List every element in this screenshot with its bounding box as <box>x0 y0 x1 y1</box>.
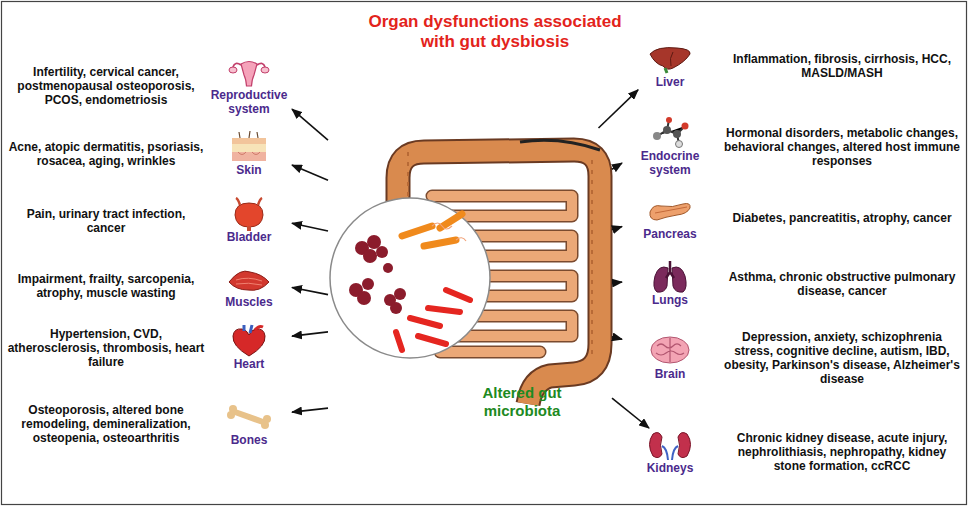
organ-arrow <box>292 165 328 180</box>
organ-icon-column: Pancreas <box>622 194 718 242</box>
disease-list: Osteoporosis, altered bone remodeling, d… <box>6 403 206 445</box>
organ-icon <box>647 194 693 228</box>
organ-node: Lungs Asthma, chronic obstructive pulmona… <box>622 260 962 308</box>
disease-list: Acne, atopic dermatitis, psoriasis, rosa… <box>6 140 206 168</box>
organ-arrow <box>292 223 328 231</box>
organ-name: Kidneys <box>647 462 694 476</box>
cocci-clusters <box>349 235 406 314</box>
organ-arrow <box>612 337 622 340</box>
disease-list: Impairment, frailty, sarcopenia, atrophy… <box>6 272 206 300</box>
organ-icon <box>226 324 272 358</box>
organ-node: Brain Depression, anxiety, schizophrenia … <box>622 330 962 387</box>
organ-icon-column: Bladder <box>206 197 292 245</box>
disease-list: Pain, urinary tract infection, cancer <box>6 207 206 235</box>
organ-icon <box>226 400 272 434</box>
organ-node: Impairment, frailty, sarcopenia, atrophy… <box>6 262 292 310</box>
organ-name: Skin <box>236 164 261 178</box>
organ-icon <box>647 334 693 368</box>
disease-list: Inflammation, fibrosis, cirrhosis, HCC, … <box>718 52 962 80</box>
organ-name: Endocrine system <box>622 150 718 178</box>
organ-icon-column: Endocrine system <box>622 116 718 178</box>
organ-node: Pain, urinary tract infection, cancerBla… <box>6 197 292 245</box>
organ-node: Kidneys Chronic kidney disease, acute inj… <box>622 428 962 476</box>
organ-node: Endocrine systemHormonal disorders, meta… <box>622 116 962 178</box>
organ-icon-column: Muscles <box>206 262 292 310</box>
microbiota-circle <box>330 198 490 358</box>
organ-icon <box>647 260 693 294</box>
organ-name: Heart <box>234 358 265 372</box>
colon-band <box>520 140 600 150</box>
disease-list: Hypertension, CVD, atherosclerosis, thro… <box>6 327 206 369</box>
organ-icon <box>647 428 693 462</box>
organ-name: Bones <box>231 434 268 448</box>
organ-icon <box>226 262 272 296</box>
organ-node: Infertility, cervical cancer, postmenopa… <box>6 55 292 117</box>
organ-arrow <box>599 90 639 128</box>
organ-node: Acne, atopic dermatitis, psoriasis, rosa… <box>6 130 292 178</box>
disease-list: Diabetes, pancreatitis, atrophy, cancer <box>718 211 962 225</box>
organ-arrow <box>612 282 622 283</box>
organ-icon <box>647 116 693 150</box>
flagella <box>432 223 466 241</box>
microbiota-label: Altered gut microbiota <box>466 384 578 420</box>
organ-icon <box>647 42 693 76</box>
organ-name: Reproductive system <box>206 89 292 117</box>
organ-icon-column: Skin <box>206 130 292 178</box>
organ-name: Bladder <box>227 231 272 245</box>
organ-node: Liver Inflammation, fibrosis, cirrhosis, … <box>622 42 962 90</box>
disease-list: Depression, anxiety, schizophrenia stres… <box>718 330 962 387</box>
organ-arrow <box>612 398 649 428</box>
organ-icon-column: Bones <box>206 400 292 448</box>
organ-node: Hypertension, CVD, atherosclerosis, thro… <box>6 324 292 372</box>
microbiota-node: Altered gut microbiota <box>328 128 612 428</box>
organ-arrow <box>612 163 622 169</box>
organ-arrow <box>612 227 622 230</box>
organ-node: Osteoporosis, altered bone remodeling, d… <box>6 400 292 448</box>
organ-icon <box>226 55 272 89</box>
red-rods <box>396 290 470 350</box>
organ-icon-column: Lungs <box>622 260 718 308</box>
organ-arrow <box>292 288 328 295</box>
organ-name: Brain <box>655 368 686 382</box>
organ-icon <box>226 197 272 231</box>
organ-arrow <box>292 408 328 412</box>
organ-icon-column: Heart <box>206 324 292 372</box>
disease-list: Chronic kidney disease, acute injury, ne… <box>718 431 962 473</box>
organ-icon-column: Reproductive system <box>206 55 292 117</box>
organ-name: Muscles <box>225 296 272 310</box>
figure-title: Organ dysfunctions associated with gut d… <box>355 12 635 53</box>
orange-rods <box>402 214 462 246</box>
organ-icon-column: Liver <box>622 42 718 90</box>
disease-list: Infertility, cervical cancer, postmenopa… <box>6 65 206 107</box>
disease-list: Hormonal disorders, metabolic changes, b… <box>718 126 962 168</box>
organ-icon-column: Kidneys <box>622 428 718 476</box>
organ-icon <box>226 130 272 164</box>
organ-arrow <box>292 109 328 140</box>
organ-node: Pancreas Diabetes, pancreatitis, atrophy,… <box>622 194 962 242</box>
organ-name: Pancreas <box>643 228 696 242</box>
disease-list: Asthma, chronic obstructive pulmonary di… <box>718 270 962 298</box>
organ-name: Liver <box>656 76 685 90</box>
organ-arrow <box>292 332 328 336</box>
organ-icon-column: Brain <box>622 334 718 382</box>
organ-name: Lungs <box>652 294 688 308</box>
